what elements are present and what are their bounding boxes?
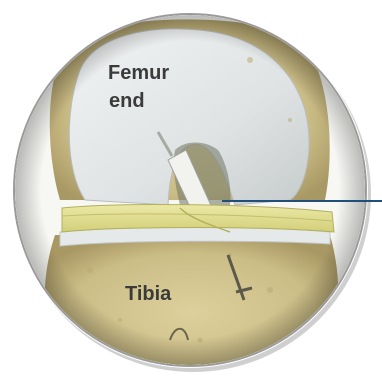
tibia-label: Tibia (125, 282, 171, 306)
femur-label-line2: end (109, 89, 145, 113)
femur-label-line1: Femur (108, 61, 169, 85)
